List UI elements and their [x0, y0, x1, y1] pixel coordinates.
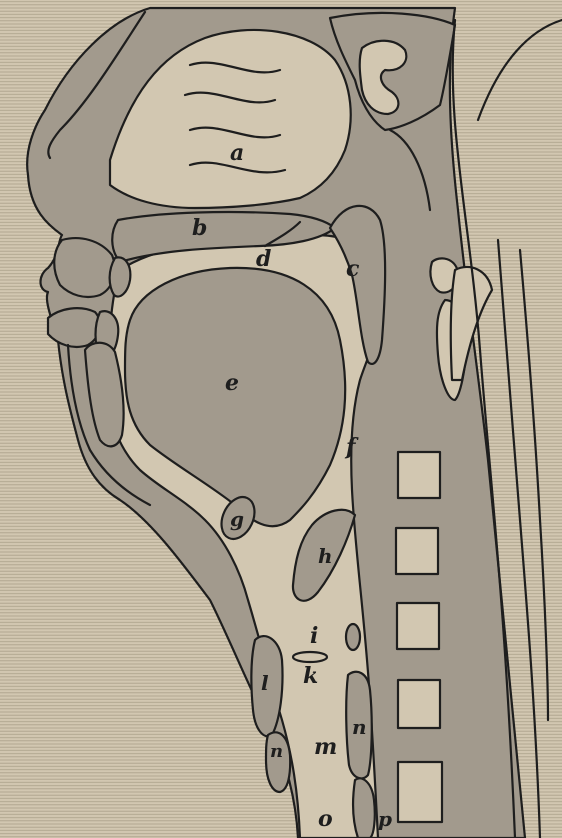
label-l: l	[261, 671, 269, 695]
label-h: h	[318, 544, 333, 568]
label-a: a	[230, 140, 244, 166]
label-p: p	[378, 807, 392, 831]
label-k: k	[303, 663, 318, 689]
label-e: e	[225, 370, 239, 396]
label-o: o	[318, 806, 333, 832]
esophagus-lower	[353, 778, 375, 838]
vertebra-1	[398, 452, 440, 498]
label-n-right: n	[352, 715, 367, 739]
label-n-left: n	[270, 741, 283, 762]
label-g: g	[230, 507, 244, 531]
vertebra-5	[398, 762, 442, 822]
label-m: m	[314, 734, 337, 760]
label-d: d	[256, 246, 271, 272]
lower-lip	[48, 308, 100, 347]
arytenoid-cartilage	[346, 624, 360, 650]
vertebra-3	[397, 603, 439, 649]
vertebra-4	[398, 680, 440, 728]
upper-incisor	[110, 257, 131, 296]
label-b: b	[192, 215, 207, 241]
label-c: c	[346, 256, 360, 282]
vertebra-2	[396, 528, 438, 574]
label-i: i	[310, 623, 318, 649]
